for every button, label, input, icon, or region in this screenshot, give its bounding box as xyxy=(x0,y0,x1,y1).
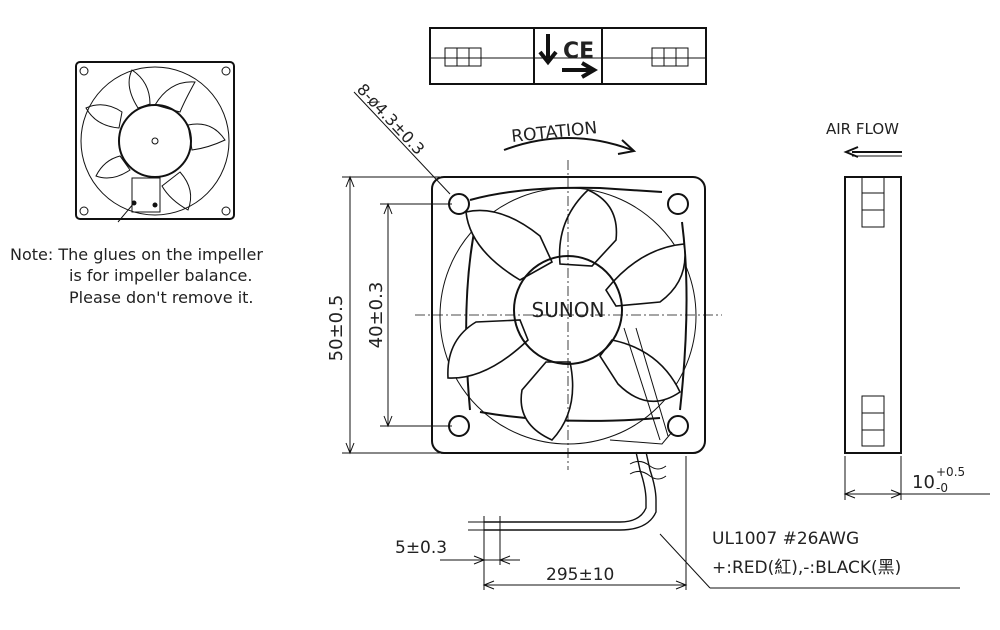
air-flow-arrow-icon xyxy=(843,146,902,158)
ce-mark: CE xyxy=(563,39,594,64)
dimension-height xyxy=(342,175,440,455)
rear-view xyxy=(75,61,235,223)
note-line-2: is for impeller balance. xyxy=(69,266,252,285)
rotation-arrow-icon xyxy=(503,137,633,151)
hole-pitch-label: 40±0.3 xyxy=(366,282,387,349)
front-view: SUNON xyxy=(415,160,722,470)
height-dim-label: 50±0.5 xyxy=(326,295,347,362)
rear-view-blades xyxy=(85,69,226,211)
wire-spec-label: UL1007 #26AWG xyxy=(712,529,859,549)
thickness-tol-lower: -0 xyxy=(936,481,948,495)
rotation-label: ROTATION xyxy=(510,118,598,147)
strip-length-label: 5±0.3 xyxy=(395,538,447,558)
flow-down-arrow-icon xyxy=(538,34,558,66)
thickness-label: 10 xyxy=(912,472,935,493)
dimension-hole-pitch xyxy=(380,202,452,428)
rotation-right-arrow-icon xyxy=(562,61,598,79)
wire-length-label: 295±10 xyxy=(546,565,614,585)
top-label-view: CE xyxy=(429,27,707,85)
thickness-tol-upper: +0.5 xyxy=(936,465,965,479)
note-line-3: Please don't remove it. xyxy=(69,288,254,307)
hole-spec-label: 8-ø4.3±0.3 xyxy=(353,80,428,159)
lead-wires xyxy=(468,451,667,590)
air-flow-label: AIR FLOW xyxy=(826,120,899,138)
side-view xyxy=(844,176,902,454)
impeller-blades xyxy=(447,189,686,441)
note-line-1: Note: The glues on the impeller xyxy=(10,245,263,264)
wire-colors-label: +:RED(紅),-:BLACK(黑) xyxy=(712,558,901,578)
